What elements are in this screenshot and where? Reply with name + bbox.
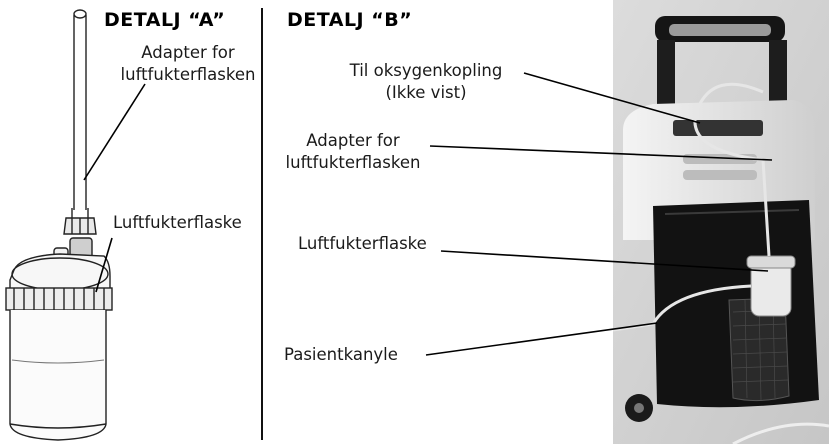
detail-b-oxygen-label: Til oksygenkopling (Ikke vist) bbox=[326, 60, 526, 104]
detail-a-adapter-label: Adapter for luftfukterflasken bbox=[110, 42, 266, 86]
humidifier-bottle-photo bbox=[750, 261, 792, 317]
detail-b-cannula-label: Pasientkanyle bbox=[284, 345, 398, 364]
concentrator-photo bbox=[613, 0, 829, 444]
detail-b-humidifier-label: Luftfukterflaske bbox=[298, 234, 427, 253]
detail-a-adapter-label-line1: Adapter for bbox=[141, 43, 235, 62]
adapter-tube-cap bbox=[73, 9, 87, 19]
detail-a-illustration bbox=[5, 9, 146, 441]
detail-b-adapter-label-line2: luftfukterflasken bbox=[285, 153, 421, 172]
cannula-tubing bbox=[613, 284, 752, 332]
detail-b-adapter-label-line1: Adapter for bbox=[306, 131, 400, 150]
detail-b-oxygen-label-line1: Til oksygenkopling bbox=[349, 61, 503, 80]
pointer-humidifier-a bbox=[95, 237, 113, 293]
detail-b-heading: DETALJ “B” bbox=[287, 9, 413, 31]
detail-a-adapter-label-line2: luftfukterflasken bbox=[120, 65, 256, 84]
pointer-adapter-a bbox=[83, 83, 146, 181]
detail-a-heading: DETALJ “A” bbox=[104, 9, 226, 31]
detail-b-adapter-label: Adapter for luftfukterflasken bbox=[278, 130, 428, 174]
detail-b-oxygen-label-line2: (Ikke vist) bbox=[385, 83, 467, 102]
section-divider bbox=[261, 8, 263, 440]
detail-a-humidifier-label: Luftfukterflaske bbox=[113, 213, 242, 232]
